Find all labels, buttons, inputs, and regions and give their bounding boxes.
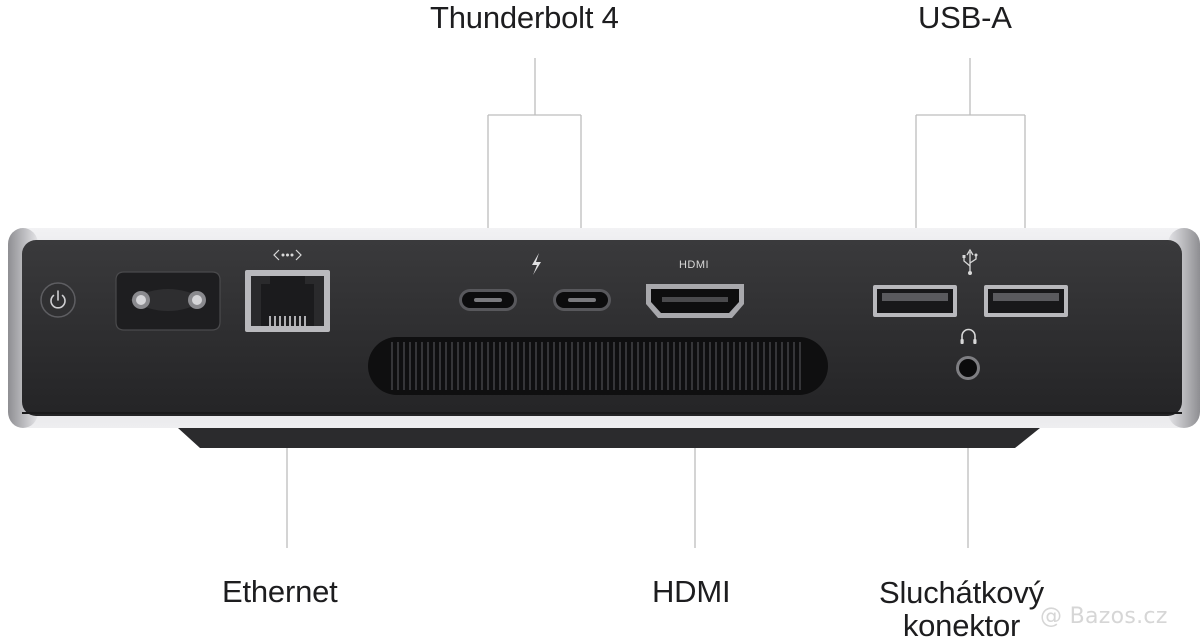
ethernet-icon <box>273 249 302 261</box>
ethernet-pins <box>269 316 306 326</box>
thunderbolt-port-1 <box>459 289 517 311</box>
leader-usba <box>915 58 1026 279</box>
headphone-jack <box>956 356 980 380</box>
leader-thunderbolt <box>487 58 582 283</box>
callout-usb-a: USB-A <box>918 0 1012 35</box>
hdmi-port-label: HDMI <box>679 259 709 271</box>
thunderbolt-icon <box>532 253 541 275</box>
usb-icon <box>962 248 978 275</box>
power-socket <box>115 271 221 331</box>
watermark: @ Bazos.cz <box>1040 604 1168 629</box>
callout-hdmi: HDMI <box>652 574 731 609</box>
callout-thunderbolt: Thunderbolt 4 <box>430 0 619 35</box>
callout-headphone-jack: Sluchátkový konektor <box>879 576 1044 643</box>
thunderbolt-port-2 <box>553 289 611 311</box>
callout-headphone-line-1: Sluchátkový <box>879 575 1044 610</box>
power-button <box>40 282 76 318</box>
hdmi-port <box>646 284 744 318</box>
callout-ethernet: Ethernet <box>222 574 338 609</box>
headphone-icon <box>960 328 977 344</box>
usb-a-port-1 <box>873 285 957 317</box>
vent-grille <box>368 337 828 395</box>
ethernet-port <box>245 270 330 332</box>
power-icon <box>50 290 66 309</box>
callout-headphone-line-2: konektor <box>902 608 1021 643</box>
usb-a-port-2 <box>984 285 1068 317</box>
